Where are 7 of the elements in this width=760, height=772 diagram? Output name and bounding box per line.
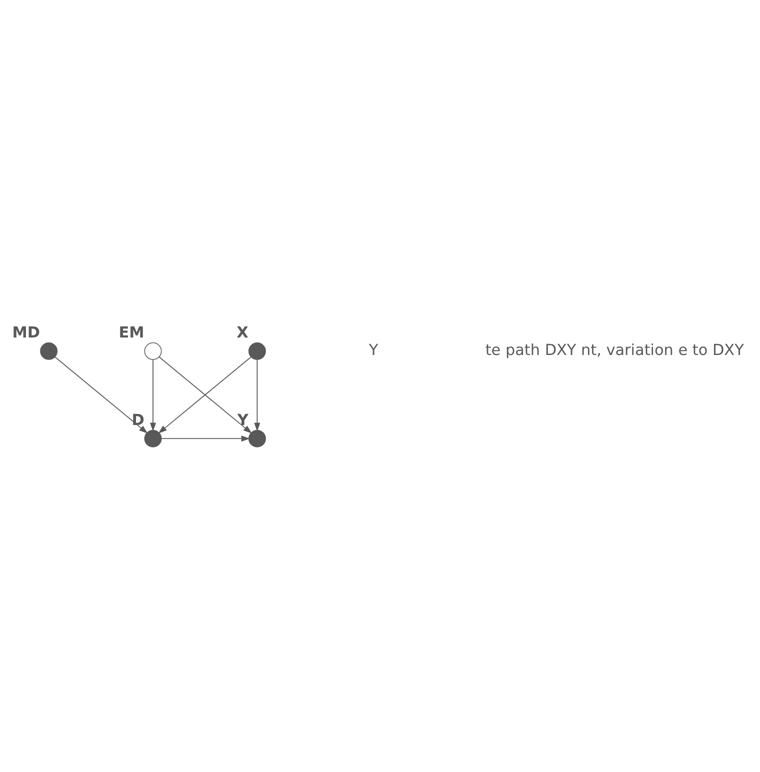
- node-label: EM: [118, 322, 144, 341]
- node-label: D: [132, 410, 144, 428]
- label: Y: [368, 340, 378, 358]
- node-label: Y: [237, 410, 248, 428]
- label: te path DXY nt, variation e to DXY: [485, 340, 744, 358]
- node-label: MD: [12, 322, 40, 341]
- node-label: X: [236, 322, 248, 341]
